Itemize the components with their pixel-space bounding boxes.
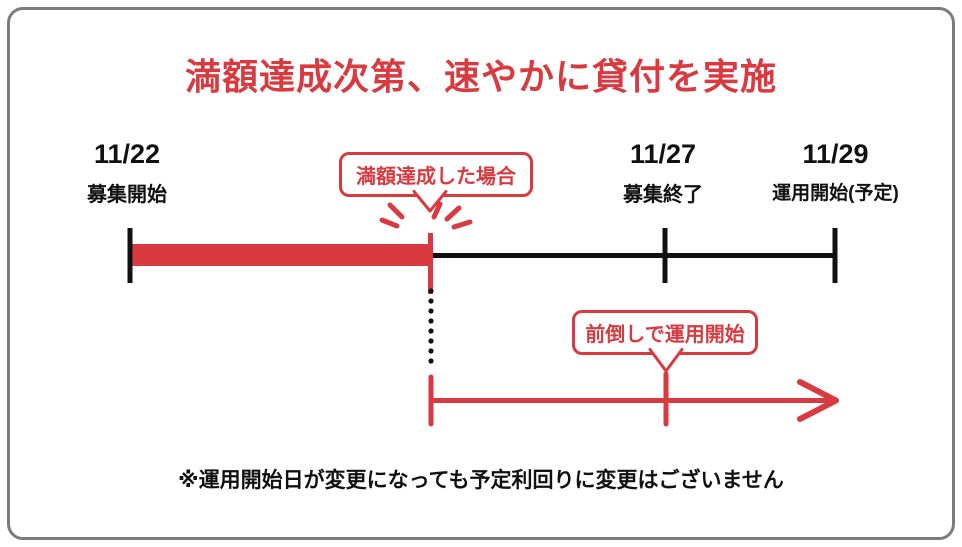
callout-full-amount-text: 満額達成した場合: [356, 166, 516, 188]
milestone-end: 11/27 募集終了: [583, 139, 743, 206]
rounded-frame: [7, 7, 955, 540]
footnote: ※運用開始日が変更になっても予定利回りに変更はございません: [178, 469, 784, 492]
milestone-end-date: 11/27: [629, 139, 697, 169]
milestone-operation-date: 11/29: [802, 139, 869, 169]
callout-early-start: 前倒しで運用開始: [572, 310, 758, 355]
milestone-end-label: 募集終了: [623, 183, 703, 206]
callout-full-amount: 満額達成した場合: [339, 152, 533, 197]
callout-early-start-text: 前倒しで運用開始: [585, 324, 745, 346]
milestone-start: 11/22 募集開始: [47, 139, 207, 206]
milestone-operation-label: 運用開始(予定): [772, 182, 899, 204]
milestone-start-label: 募集開始: [87, 183, 167, 206]
milestone-operation: 11/29 運用開始(予定): [748, 139, 923, 205]
milestone-start-date: 11/22: [93, 139, 161, 169]
page-title: 満額達成次第、速やかに貸付を実施: [184, 56, 777, 97]
